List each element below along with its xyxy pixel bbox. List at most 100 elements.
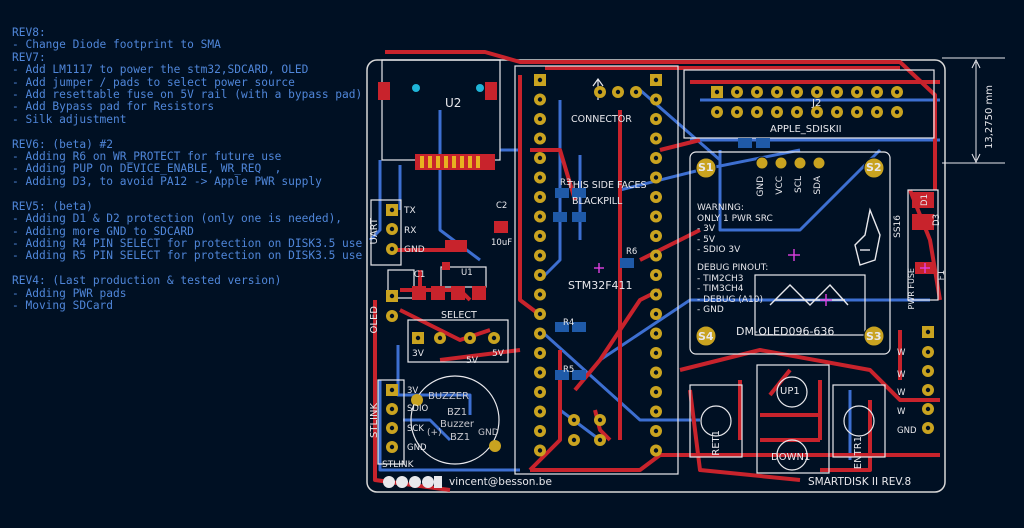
j2-pad-hole xyxy=(774,109,780,115)
apple-sdisk-label: APPLE_SDISKII xyxy=(770,124,842,135)
stm32-pad-hole xyxy=(653,97,659,102)
stm32-pad-hole xyxy=(653,428,659,434)
buzzer-name: Buzzer xyxy=(440,419,474,430)
stm32-pad-hole xyxy=(537,214,543,219)
author-label: vincent@besson.be xyxy=(449,476,552,488)
cc-logo xyxy=(383,476,442,488)
buzzer-polarity: (+) xyxy=(427,428,442,438)
warning-line: ONLY 1 PWR SRC xyxy=(697,213,773,224)
revision-note-line: - Adding PUP On DEVICE_ENABLE, WR_REQ , xyxy=(12,162,282,176)
revision-note-line: REV5: (beta) xyxy=(12,199,93,213)
right-pin-1: W xyxy=(897,348,906,358)
s3-label: S3 xyxy=(866,330,882,343)
stm32-pad-hole xyxy=(537,428,543,434)
j2-pad-hole xyxy=(794,89,800,95)
uart-label: UART xyxy=(369,218,380,245)
revision-note-line: - Adding more GND to SDCARD xyxy=(12,224,194,238)
oled-pin-gnd: GND xyxy=(756,176,766,197)
c1-label: C1 xyxy=(414,270,426,280)
select-label: SELECT xyxy=(441,310,477,321)
revision-note-line: REV6: (beta) #2 xyxy=(12,137,114,151)
stlink-pad-hole xyxy=(389,387,395,393)
stm32-pad-hole xyxy=(537,233,543,239)
stm32-pad-hole xyxy=(537,370,543,375)
revision-note-line: REV8: xyxy=(12,26,46,39)
right-header-pad-hole xyxy=(925,329,931,335)
stm32-pad-hole xyxy=(653,77,659,83)
j2-pad-hole xyxy=(814,109,820,115)
select-pad-hole xyxy=(491,335,497,341)
j2-pad-hole xyxy=(834,109,840,115)
uart-rx: RX xyxy=(404,226,417,236)
stlink-pad-hole xyxy=(389,406,395,412)
stm32-pad-hole xyxy=(653,175,659,180)
uart-pad-hole xyxy=(389,226,395,232)
s2-label: S2 xyxy=(866,161,882,174)
revision-note-line: - Adding R4 PIN SELECT for protection on… xyxy=(12,236,363,250)
stm32-pad-hole xyxy=(537,350,543,356)
top-pad-hole xyxy=(633,89,639,95)
warning-line: - SDIO 3V xyxy=(697,245,741,255)
stm32-pad-hole xyxy=(653,233,659,239)
select-pad-hole xyxy=(467,335,473,341)
stlink-pad-hole xyxy=(389,425,395,431)
r5-label: R5 xyxy=(563,365,575,375)
r6-label: R6 xyxy=(626,247,638,257)
stm-extra-pad-hole xyxy=(597,417,603,423)
stm32-pad-hole xyxy=(537,155,543,161)
position-markers xyxy=(594,249,930,306)
stm32-pad-hole xyxy=(653,272,659,278)
stm32-pad-hole xyxy=(653,331,659,336)
j2-pad-hole xyxy=(714,109,720,115)
right-pin-4: W xyxy=(897,407,906,417)
revision-note-line: REV4: (Last production & tested version) xyxy=(12,274,282,288)
stm32-pad-hole xyxy=(537,97,543,102)
r3-label: R3 xyxy=(560,178,572,188)
stm32-pad-hole xyxy=(537,194,543,200)
u2-label: U2 xyxy=(445,96,462,110)
f1-label: F1 xyxy=(937,270,947,281)
pwr-fuse-label: PWR FUSE xyxy=(907,268,916,310)
stm32-pad-hole xyxy=(537,136,543,141)
j2-pad-hole xyxy=(894,109,900,115)
right-pin-2: W xyxy=(897,370,906,380)
stm32-pad-hole xyxy=(537,311,543,317)
debug-block: DEBUG PINOUT: - TIM2CH3 - TIM3CH4 - DEBU… xyxy=(697,263,768,316)
button-entr-label: ENTR1 xyxy=(853,436,864,470)
d1-label: D1 xyxy=(920,194,930,206)
s1-label: S1 xyxy=(698,161,714,174)
j2-header-pads xyxy=(711,86,903,118)
stm32-pad-hole xyxy=(653,370,659,375)
stm32-pad-hole xyxy=(653,194,659,200)
j2-pad-hole xyxy=(874,109,880,115)
revision-note-line: - Moving SDCard xyxy=(12,298,114,312)
blackpill-label: BLACKPILL xyxy=(572,196,623,207)
warning-line: WARNING: xyxy=(697,203,744,213)
j2-pad-hole xyxy=(714,89,720,95)
stlink-label: STLINK xyxy=(382,460,414,470)
stm32-pad-hole xyxy=(653,155,659,161)
j2-pad-hole xyxy=(774,89,780,95)
j2-pad-hole xyxy=(754,89,760,95)
buzzer-pads xyxy=(411,394,501,452)
logo-artwork xyxy=(769,207,881,306)
right-header-pad-hole xyxy=(925,368,931,374)
stm32-pad-hole xyxy=(537,77,543,83)
stm-extra-pad-hole xyxy=(571,437,577,443)
stm32-pad-hole xyxy=(537,272,543,278)
stm32-label: STM32F411 xyxy=(568,279,633,292)
r4-label: R4 xyxy=(563,318,575,328)
debug-line: - TIM2CH3 xyxy=(697,273,744,284)
stm32-pad-hole xyxy=(537,175,543,180)
stlink-pin-3v: 3V xyxy=(407,386,419,396)
buzzer-gnd: GND xyxy=(478,428,499,438)
debug-line: - GND xyxy=(697,305,724,315)
debug-line: - TIM3CH4 xyxy=(697,284,744,294)
revision-note-line: - Adding R6 on WR_PROTECT for future use xyxy=(12,150,282,164)
revision-note-line: - Add LM1117 to power the stm32,SDCARD, … xyxy=(12,63,309,77)
oled-pin-vcc: VCC xyxy=(775,176,785,195)
oled-label: DM-OLED096-636 xyxy=(736,325,835,338)
warning-block: WARNING: ONLY 1 PWR SRC - 3V - 5V - SDIO… xyxy=(697,203,773,256)
this-side-label: THIS SIDE FACES xyxy=(567,180,647,191)
